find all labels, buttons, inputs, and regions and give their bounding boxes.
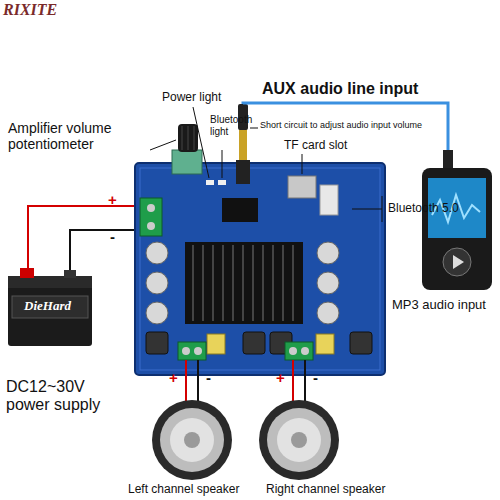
part-label: Short circuit to adjust audio input volu… [260,120,422,130]
watermark: RIXITE [3,1,57,19]
part-label: Bluetooth 5.0 [388,202,459,216]
part-label: MP3 audio input [392,298,486,313]
part-label: Power light [162,91,221,105]
part-label: Bluetooth light [210,114,262,137]
brand-label: DieHard [24,299,71,314]
part-label: Left channel speaker [128,483,239,497]
part-label: Right channel speaker [266,483,385,497]
part-label: DC12~30V power supply [6,378,121,415]
part-label: Amplifier volume potentiometer [8,120,148,152]
part-label: AUX audio line input [262,80,418,98]
polarity-sign: + [108,191,117,208]
polarity-sign: + [276,369,285,386]
polarity-sign: - [206,369,211,386]
part-label: TF card slot [284,139,347,153]
polarity-sign: - [313,369,318,386]
polarity-sign: - [110,228,115,245]
polarity-sign: + [169,369,178,386]
